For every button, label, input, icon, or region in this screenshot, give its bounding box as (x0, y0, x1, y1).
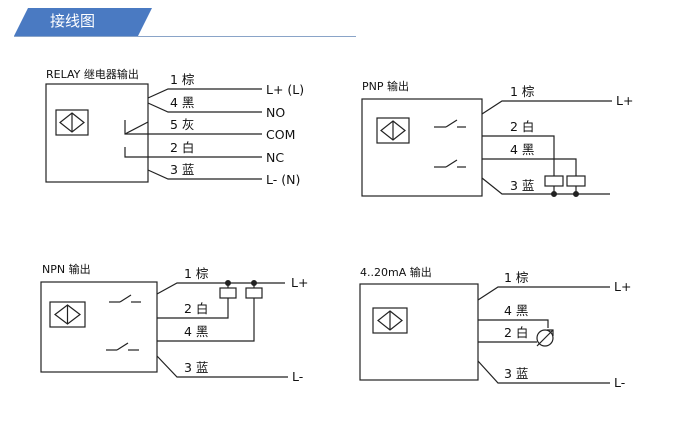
npn-sensor-symbol (49, 301, 86, 328)
relay-wire-blue: 3 蓝 (170, 162, 194, 177)
analog-sensor-symbol (372, 307, 408, 334)
npn-loads (219, 287, 263, 299)
relay-sensor-body (45, 83, 149, 183)
npn-wire-black: 4 黑 (184, 324, 208, 339)
npn-terminal-lplus: L+ (291, 275, 308, 290)
npn-switches (106, 294, 141, 351)
pnp-wires (481, 100, 612, 195)
relay-terminal-lplus: L+ (L) (266, 82, 304, 97)
relay-diagram (45, 83, 262, 183)
header-divider (14, 36, 356, 37)
relay-wire-brown: 1 棕 (170, 72, 194, 87)
analog-wire-brown: 1 棕 (504, 270, 528, 285)
pnp-diagram (361, 98, 612, 198)
section-header: 接线图 (0, 0, 680, 40)
relay-wires (124, 88, 262, 180)
pnp-loads (544, 175, 586, 187)
analog-title: 4..20mA 输出 (360, 265, 432, 279)
pnp-wire-blue: 3 蓝 (510, 178, 534, 193)
npn-title: NPN 输出 (42, 262, 91, 276)
pnp-labels: PNP 输出 1 棕 2 白 4 黑 3 蓝 L+ (362, 79, 633, 193)
relay-wire-white: 2 白 (170, 140, 194, 155)
pnp-wire-white: 2 白 (510, 119, 534, 134)
section-title: 接线图 (50, 12, 96, 30)
pnp-terminal-lplus: L+ (616, 93, 633, 108)
analog-wire-white: 2 白 (504, 325, 528, 340)
npn-wire-brown: 1 棕 (184, 266, 208, 281)
relay-wire-black: 4 黑 (170, 95, 194, 110)
npn-diagram (40, 280, 288, 378)
npn-sensor-body (40, 281, 158, 373)
analog-terminal-lplus: L+ (614, 279, 631, 294)
npn-labels: NPN 输出 1 棕 2 白 4 黑 3 蓝 L+ L- (42, 262, 308, 384)
pnp-title: PNP 输出 (362, 79, 409, 93)
analog-wire-blue: 3 蓝 (504, 366, 528, 381)
meter-symbol (536, 329, 554, 347)
relay-sensor-symbol (55, 109, 89, 136)
npn-wires (156, 282, 288, 378)
relay-wire-gray: 5 灰 (170, 117, 194, 132)
pnp-sensor-body (361, 98, 483, 197)
analog-terminal-lminus: L- (614, 375, 625, 390)
pnp-wire-black: 4 黑 (510, 142, 534, 157)
relay-terminal-lminus: L- (N) (266, 172, 300, 187)
analog-sensor-body (359, 283, 479, 381)
npn-terminal-lminus: L- (292, 369, 303, 384)
npn-wire-blue: 3 蓝 (184, 360, 208, 375)
analog-diagram (359, 283, 610, 384)
header-tab-shape (14, 8, 152, 36)
analog-wire-black: 4 黑 (504, 303, 528, 318)
pnp-sensor-symbol (376, 117, 410, 144)
relay-terminal-no: NO (266, 105, 285, 120)
analog-labels: 4..20mA 输出 1 棕 4 黑 2 白 3 蓝 L+ L- (360, 265, 631, 390)
relay-labels: RELAY 继电器输出 1 棕 4 黑 5 灰 2 白 3 蓝 L+ (L) N… (46, 67, 304, 187)
analog-wires (477, 286, 610, 384)
npn-wire-white: 2 白 (184, 301, 208, 316)
relay-terminal-nc: NC (266, 150, 284, 165)
relay-terminal-com: COM (266, 127, 295, 142)
pnp-wire-brown: 1 棕 (510, 84, 534, 99)
pnp-switches (434, 119, 466, 168)
relay-title: RELAY 继电器输出 (46, 67, 139, 81)
